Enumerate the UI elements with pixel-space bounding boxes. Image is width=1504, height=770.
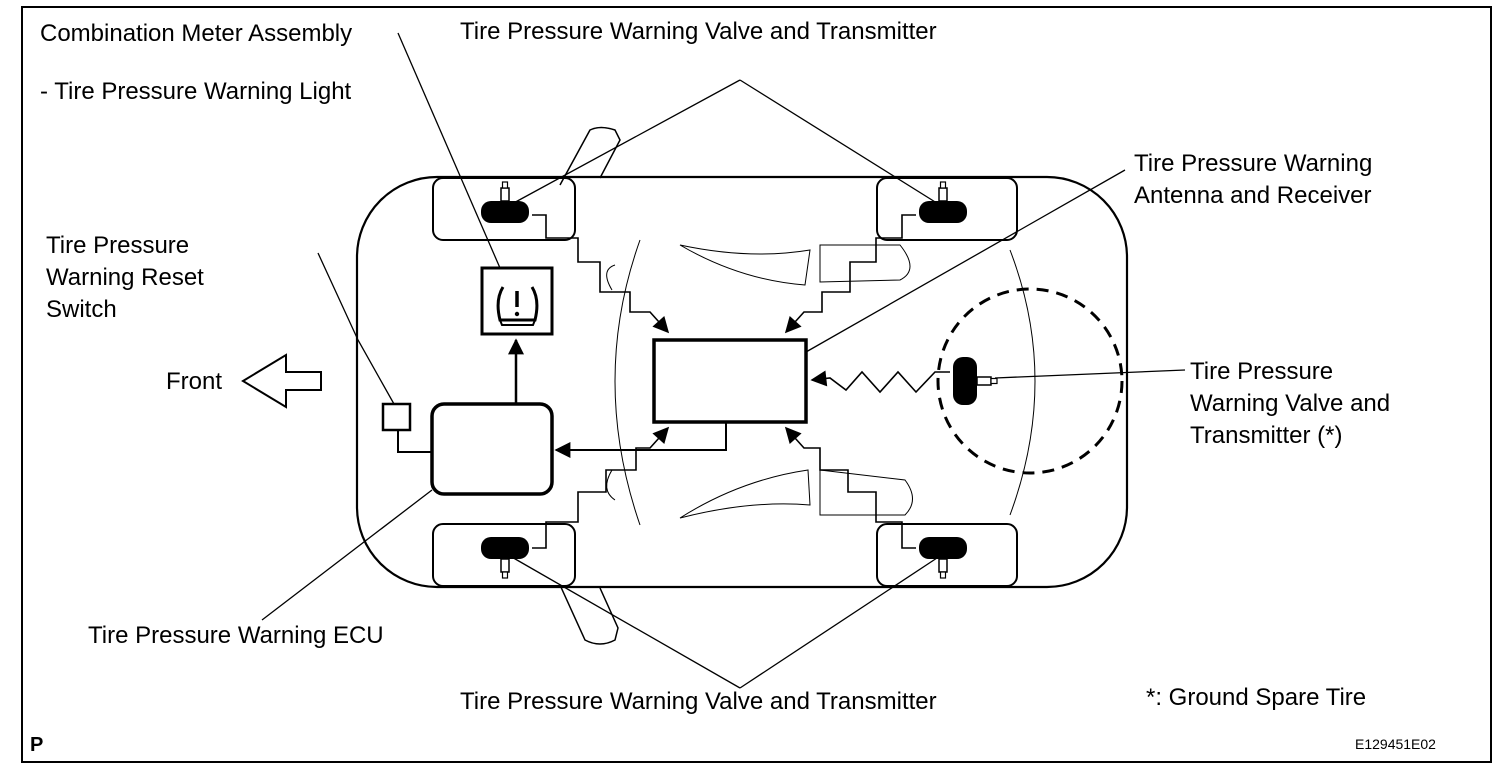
tire-pressure-warning-icon [480, 266, 554, 336]
label-antenna-line1: Tire Pressure Warning [1134, 150, 1373, 177]
receiver-to-ecu-arrow [554, 422, 727, 458]
wire-ecu-switch [397, 430, 432, 453]
tire-valve-transmitter-icon [481, 537, 529, 579]
signal-front-left [532, 214, 670, 334]
tire-valve-transmitter-icon [481, 181, 529, 223]
label-spare-valve-line3: Transmitter (*) [1190, 422, 1343, 449]
figure-frame [21, 6, 1492, 763]
label-valve-transmitter-top: Tire Pressure Warning Valve and Transmit… [460, 18, 937, 45]
reset-switch-box [381, 402, 412, 432]
label-reset-switch-line1: Tire Pressure [46, 232, 190, 259]
signal-spare [810, 370, 950, 394]
label-warning-light: - Tire Pressure Warning Light [40, 78, 352, 105]
wheel-well-front-left [432, 177, 576, 241]
label-footnote: *: Ground Spare Tire [1146, 684, 1367, 711]
mirror-top [559, 126, 621, 186]
spare-tire-outline [936, 287, 1124, 475]
vehicle-body [355, 175, 1129, 589]
label-ecu: Tire Pressure Warning ECU [88, 622, 384, 649]
label-valve-transmitter-bottom: Tire Pressure Warning Valve and Transmit… [460, 688, 937, 715]
label-combination-meter: Combination Meter Assembly [40, 20, 353, 47]
leader-lines [261, 32, 1186, 689]
mirror-bottom [559, 584, 619, 645]
signal-rear-right [784, 426, 916, 549]
tire-valve-transmitter-icon [919, 181, 967, 223]
wheel-well-rear-left [876, 177, 1018, 241]
signal-front-right [532, 426, 670, 549]
ecu-box [430, 402, 554, 496]
wheel-well-rear-right [876, 523, 1018, 587]
corner-code: P [30, 734, 44, 756]
signal-rear-left [784, 214, 916, 334]
label-reset-switch-line2: Warning Reset [46, 264, 204, 291]
tire-valve-transmitter-icon [919, 537, 967, 579]
front-direction-arrow-icon [241, 353, 322, 409]
label-spare-valve-line2: Warning Valve and [1190, 390, 1391, 417]
wheel-well-front-right [432, 523, 576, 587]
figure-id: E129451E02 [1355, 736, 1436, 752]
label-antenna-line2: Antenna and Receiver [1134, 182, 1372, 209]
antenna-receiver-box [652, 338, 808, 424]
label-spare-valve-line1: Tire Pressure [1190, 358, 1334, 385]
label-reset-switch-line3: Switch [46, 296, 117, 323]
label-front: Front [166, 368, 223, 395]
tire-valve-transmitter-icon [953, 357, 998, 405]
